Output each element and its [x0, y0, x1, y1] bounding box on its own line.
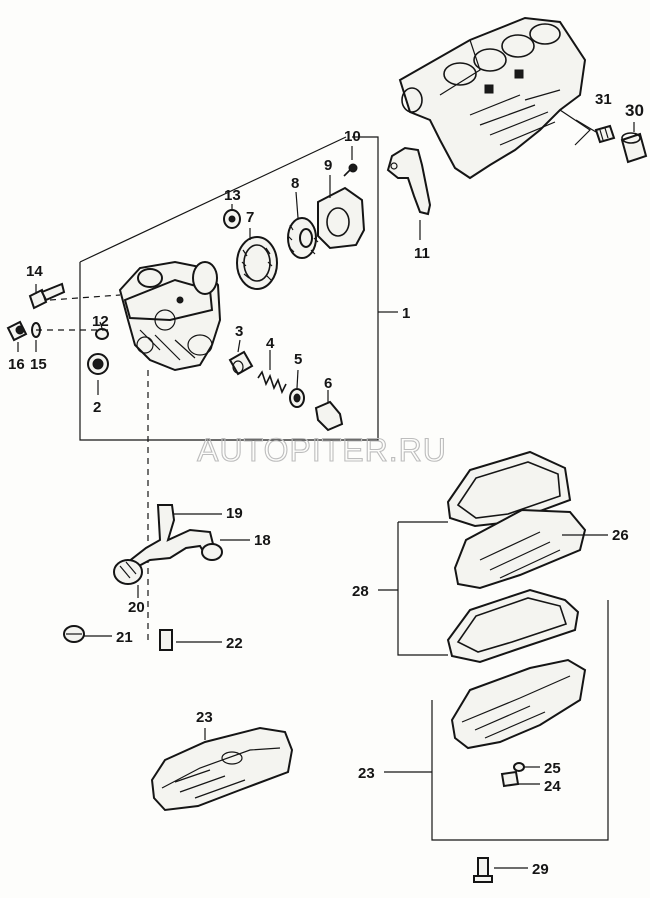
pump-inner-gear	[287, 217, 319, 259]
callout-24: 24	[544, 778, 561, 795]
oil-pan-group-frame	[431, 600, 609, 841]
callout-23-left: 23	[196, 709, 213, 726]
filter-adapter-31	[594, 124, 616, 144]
callout-18: 18	[254, 532, 271, 549]
callout-31: 31	[595, 91, 612, 108]
callout-13: 13	[224, 187, 241, 204]
plug-16	[6, 320, 28, 342]
relief-spring-4	[257, 370, 287, 395]
bolt-14	[28, 282, 66, 310]
oil-filter-30	[620, 132, 648, 164]
callout-20: 20	[128, 599, 145, 616]
pump-outer-rotor	[236, 236, 278, 290]
pin-12	[95, 328, 109, 340]
relief-plug-6	[314, 400, 344, 432]
oil-pump-group-frame	[79, 136, 392, 441]
callout-30: 30	[625, 101, 644, 120]
callout-labels: 1 2 3 4 5 6 7 8 9 10 11 12 13 14 15 16 1…	[8, 91, 644, 878]
bolt-22	[159, 629, 173, 651]
pan-gasket-bottom	[446, 588, 580, 664]
engine-block	[398, 16, 591, 180]
callout-3: 3	[235, 323, 243, 340]
callout-9: 9	[324, 157, 332, 174]
callout-28: 28	[352, 583, 369, 600]
callout-4: 4	[266, 335, 275, 352]
drain-plug-24	[500, 770, 520, 788]
callout-25: 25	[544, 760, 561, 777]
callout-2: 2	[93, 399, 101, 416]
callout-11: 11	[414, 245, 430, 262]
leader-lines	[17, 119, 635, 869]
callout-1: 1	[402, 305, 410, 322]
callout-26: 26	[612, 527, 629, 544]
pan-gasket-top	[446, 450, 572, 528]
callout-6: 6	[324, 375, 332, 392]
oil-pump-body	[118, 260, 222, 372]
callout-8: 8	[291, 175, 299, 192]
callout-10: 10	[344, 128, 361, 145]
oil-pan-left	[150, 726, 294, 812]
washer-5	[289, 388, 305, 408]
drain-washer-25	[513, 762, 525, 772]
oil-seal-13	[223, 209, 241, 229]
callout-5: 5	[294, 351, 302, 368]
callout-29: 29	[532, 861, 549, 878]
pump-cover-screw	[343, 163, 358, 177]
callout-12: 12	[92, 313, 109, 330]
pump-cover-plate	[317, 186, 366, 250]
baffle-plate-26	[453, 508, 587, 590]
watermark-text: AUTOPITER.RU	[197, 432, 447, 468]
front-cover-gasket	[386, 146, 432, 216]
bolt-21	[63, 625, 85, 643]
callout-7: 7	[246, 209, 254, 226]
callout-19: 19	[226, 505, 243, 522]
callout-21: 21	[116, 629, 133, 646]
seal-2	[87, 353, 109, 375]
callout-22: 22	[226, 635, 243, 652]
callout-14: 14	[26, 263, 43, 280]
oil-pan-right	[450, 658, 587, 750]
pan-bolt-29	[473, 857, 493, 883]
callout-15: 15	[30, 356, 47, 373]
callout-23-right: 23	[358, 765, 375, 782]
callout-16: 16	[8, 356, 25, 373]
relief-plunger-3	[228, 350, 254, 376]
oil-strainer-tube	[113, 504, 223, 585]
